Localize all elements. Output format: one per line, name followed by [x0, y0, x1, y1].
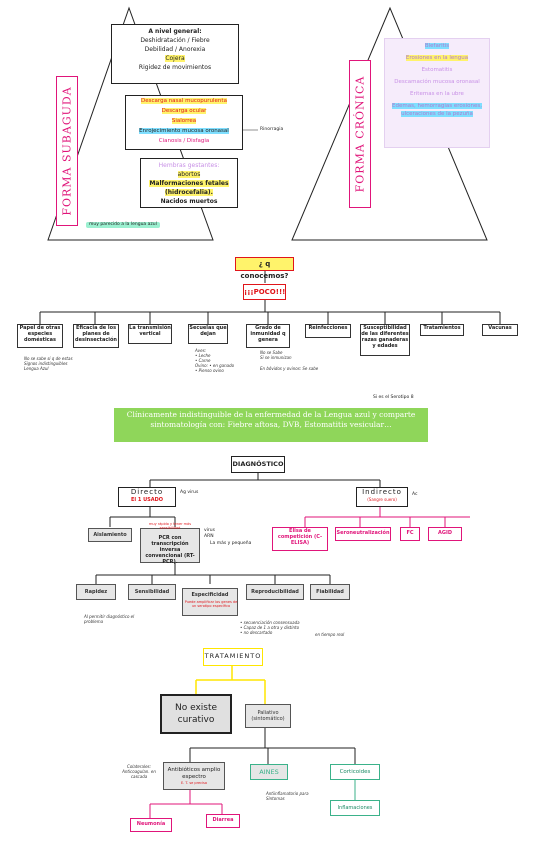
pregnant-line-2: Malformaciones fetales (hidrocefalia).: [149, 180, 229, 196]
indirect-item-4: AGID: [428, 527, 462, 541]
general-line-1: Deshidratación / Fiebre: [140, 37, 210, 44]
kn-note-4: Aves: • Leche • Carne Ovino: • en ganado…: [195, 348, 235, 373]
forma-subaguda-label: FORMA SUBAGUDA: [56, 76, 78, 226]
nasal-line-1: Descarga nasal mucopurulenta: [141, 98, 227, 104]
kn-item-7: Susceptibilidad de las diferentes razas …: [360, 324, 410, 356]
kn-item-9: Vacunas: [482, 324, 518, 336]
indirect-label: Indirecto: [362, 488, 402, 496]
pregnant-title: Hembras gestantes:: [158, 162, 220, 169]
prop-especificidad: Especificidad: [182, 588, 238, 616]
especificidad-note: Puede amplificar los genes de un serotip…: [184, 600, 238, 608]
indirect-item-2: Seroneutralización: [335, 527, 391, 541]
question-box: ¿ q conocemos?: [235, 257, 294, 280]
antibiotics-box: Antibióticos amplio espectro E. T. se pr…: [163, 762, 225, 790]
pcr-text: PCR con transcripción inversa convencion…: [145, 535, 195, 565]
pcr-side-note: La más y pequeña: [210, 541, 252, 546]
forma-subaguda-text: FORMA SUBAGUDA: [60, 86, 74, 216]
pregnant-line-3: Nacidos muertos: [160, 198, 218, 205]
virus-arn-note: virus ARN: [204, 528, 215, 539]
no-cure-text: No existe curativo: [174, 703, 218, 725]
diagnosis-title: DIAGNÓSTICO: [231, 456, 285, 473]
rapidez-note: Al permitir diagnóstico el problema: [84, 614, 135, 624]
kn-note-1: No se sabe si q de estas Signos indistin…: [24, 356, 73, 371]
pcr-box: PCR con transcripción inversa convencion…: [140, 528, 200, 565]
banner-text: Clínicamente indistinguible de la enferm…: [126, 410, 416, 429]
prop-rapidez: Rapidez: [76, 584, 116, 600]
kn-item-4: Secuelas que dejan: [188, 324, 228, 344]
aines-box: AINES: [250, 764, 288, 780]
chronic-line-4: Descamación mucosa oronasal: [394, 79, 480, 85]
pregnant-line-1: abortos: [177, 171, 201, 178]
prop-reproducibilidad: Reproducibilidad: [246, 584, 304, 600]
chronic-symptoms-box: Blefaritis Erosiones en la lengua Estoma…: [384, 38, 490, 148]
treatment-title: TRATAMIENTO: [203, 648, 263, 666]
indirect-sub: (Sangre suero): [367, 497, 397, 502]
kn-item-1: Papel de otras especies domésticas: [17, 324, 63, 348]
direct-sub: El 1 USADO: [130, 497, 164, 503]
leaf-neumonia: Neumonía: [130, 818, 172, 832]
nasal-line-2: Descarga ocular: [161, 108, 207, 114]
chronic-line-2: Erosiones en la lengua: [405, 55, 469, 61]
prop-sensibilidad: Sensibilidad: [128, 584, 176, 600]
no-cure-box: No existe curativo: [160, 694, 232, 734]
leaf-inflamaciones: Inflamaciones: [330, 800, 380, 816]
chronic-line-6: Edemas, hemorragias erosiones, ulceracio…: [392, 103, 482, 117]
pregnant-box: Hembras gestantes: abortos Malformacione…: [140, 158, 238, 208]
general-title: A nivel general:: [148, 28, 202, 35]
indirect-note: Ac: [412, 492, 418, 497]
rinorragia-note: Rinorragia: [260, 127, 284, 132]
kn-item-3: La transmisión vertical: [128, 324, 172, 344]
general-line-2: Debilidad / Anorexia: [144, 46, 206, 53]
palliative-box: Paliativo (sintomático): [245, 704, 291, 728]
kn-item-2: Eficacia de los planes de desinsectación: [73, 324, 119, 348]
nasal-line-5: Cianosis / Disfagia: [158, 138, 210, 144]
direct-note: Ag virus: [180, 490, 199, 495]
nasal-line-4: Enrojecimiento mucosa oronasal: [139, 128, 229, 134]
aislamiento-box: Aislamiento: [88, 528, 132, 542]
banner: Clínicamente indistinguible de la enferm…: [114, 408, 428, 442]
general-line-3: Cojera: [165, 55, 185, 62]
direct-box: Directo El 1 USADO: [118, 487, 176, 507]
pcr-note: muy rápido y tener más sensibilidad: [148, 522, 192, 530]
kn-item-5: Grado de inmunidad q genera: [246, 324, 290, 348]
kn-note-5: No se Sabe Si se inmunizan: [260, 350, 292, 360]
indirect-item-3: FC: [400, 527, 420, 541]
direct-label: Directo: [130, 488, 164, 496]
general-line-4: Rigidez de movimientos: [138, 64, 212, 71]
indirect-item-1: Elisa de competición (C-ELISA): [272, 527, 328, 551]
forma-cronica-label: FORMA CRÓNICA: [349, 60, 371, 208]
aines-note: Antiinflamatorio para Síntomas: [266, 791, 309, 801]
antibiotics-text: Antibióticos amplio espectro: [167, 767, 221, 780]
corticoides-box: Corticoides: [330, 764, 380, 780]
especificidad-note-2: • secuenciación consensuada • Capaz de 1…: [240, 620, 300, 635]
chronic-line-5: Eritemas en la ubre: [410, 91, 464, 97]
kn-note-5-red: En bóvidos y ovinos: Se sabe: [260, 366, 319, 371]
prop-fiabilidad: Fiabilidad: [310, 584, 350, 600]
answer-box: ¡¡¡POCO!!!: [243, 284, 286, 300]
chronic-line-3: Estomatitis: [421, 67, 453, 73]
chronic-line-1: Blefaritis: [424, 43, 450, 49]
nasal-line-3: Sialorrea: [171, 118, 197, 124]
leaf-diarrea: Diarrea: [206, 814, 240, 828]
antibiotics-note: Colaterales: Anticoagulan. en cascada: [122, 764, 156, 779]
kn-item-6: Reinfecciones: [305, 324, 351, 338]
forma-cronica-text: FORMA CRÓNICA: [353, 75, 367, 193]
serotype-note: Si es el Serotipo 8: [373, 395, 414, 400]
nasal-symptoms-box: Descarga nasal mucopurulenta Descarga oc…: [125, 95, 243, 150]
similar-bluetongue-note: muy parecido a la lengua azul: [86, 222, 160, 228]
extra-note: en tiempo real: [315, 632, 345, 637]
antibiotics-sub: E. T. se precisa: [180, 781, 208, 785]
indirect-box: Indirecto (Sangre suero): [356, 487, 408, 507]
general-symptoms-box: A nivel general: Deshidratación / Fiebre…: [111, 24, 239, 84]
kn-item-8: Tratamientos: [420, 324, 464, 336]
